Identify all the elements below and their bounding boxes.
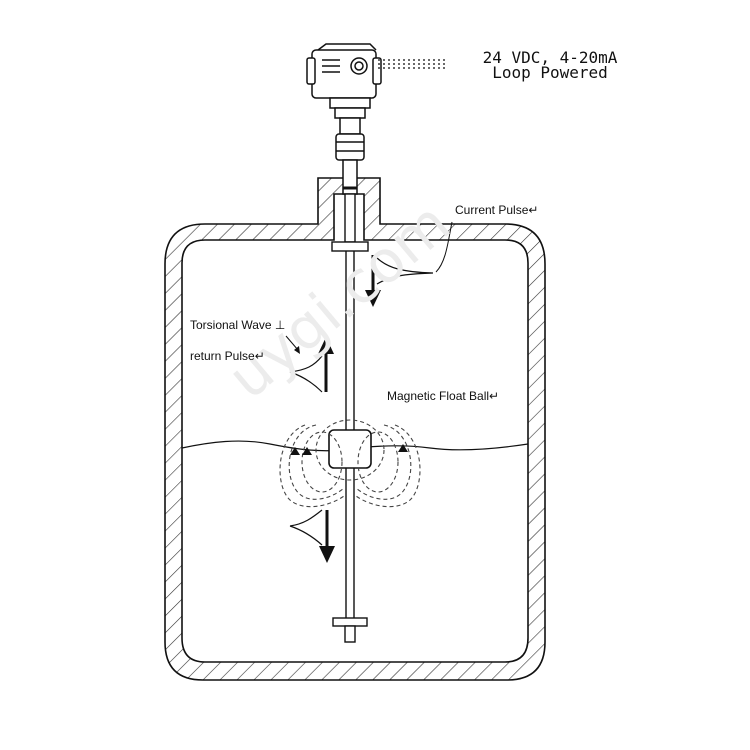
lower-wave-arrow	[319, 510, 335, 563]
return-pulse-waveform	[289, 355, 323, 393]
current-pulse-label: Current Pulse↵	[455, 203, 539, 217]
surface-markers	[290, 444, 408, 455]
power-label-line1: 24 VDC, 4-20mA	[482, 48, 618, 67]
current-pulse-arrow	[365, 255, 381, 307]
magnetic-float-ball	[328, 429, 372, 469]
power-cable	[378, 59, 446, 69]
torsional-wave-leader	[285, 335, 300, 354]
magnetic-float-ball-label: Magnetic Float Ball↵	[387, 389, 500, 403]
magnetic-field-lines	[279, 419, 421, 508]
current-pulse-leader	[435, 221, 453, 273]
tank-wall	[164, 177, 546, 681]
transmitter-head	[306, 43, 382, 195]
power-label: 24 VDC, 4-20mA Loop Powered	[462, 48, 638, 82]
lower-wave-waveform	[289, 509, 323, 546]
return-pulse-arrow	[318, 337, 334, 392]
current-pulse-waveform	[376, 257, 434, 285]
torsional-wave-label: Torsional Wave ⊥	[190, 318, 286, 332]
power-label-line2: Loop Powered	[492, 63, 608, 82]
return-pulse-label: return Pulse↵	[190, 349, 265, 363]
